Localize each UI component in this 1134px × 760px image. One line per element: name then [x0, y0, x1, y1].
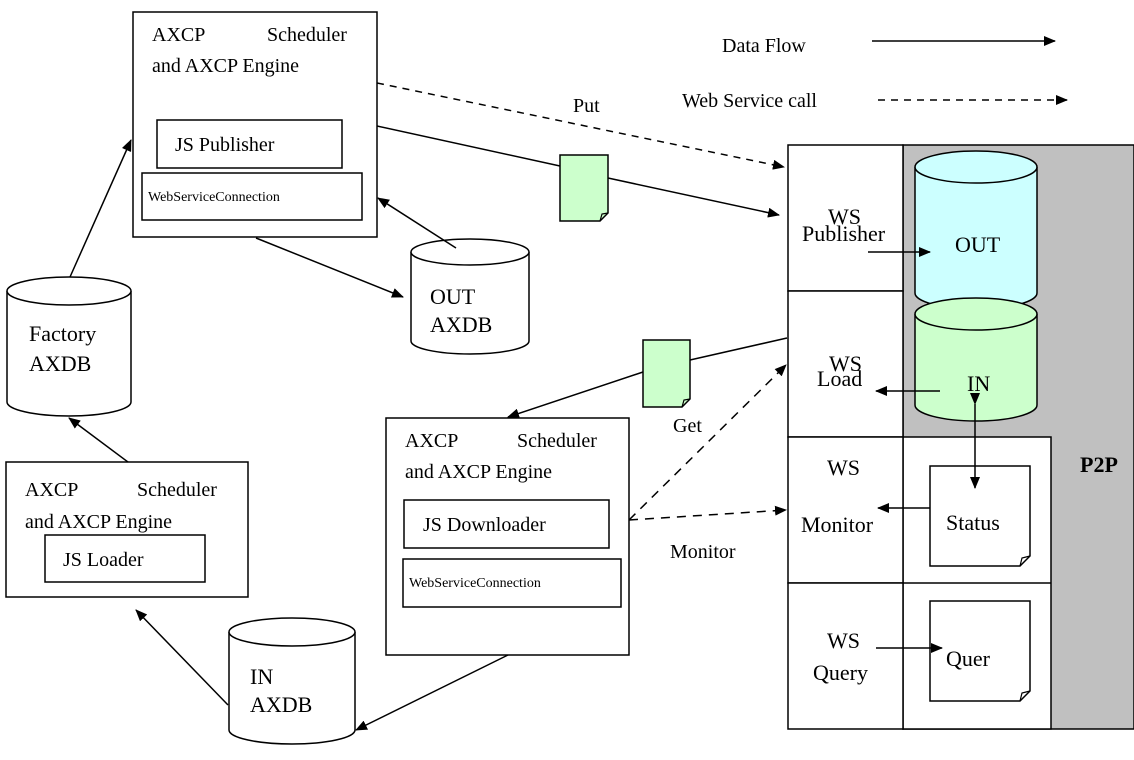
ws-call-get — [628, 364, 787, 521]
middle-axcp-engine: AXCP Scheduler and AXCP Engine JS Downlo… — [385, 417, 630, 656]
top-ws-connection-label: WebServiceConnection — [148, 190, 280, 205]
middle-ws-connection-label: WebServiceConnection — [409, 576, 541, 591]
js-downloader-box — [403, 499, 610, 549]
js-loader-label: JS Loader — [63, 549, 144, 571]
status-document: Status — [929, 465, 1031, 567]
left-axcp-engine: AXCP Scheduler and AXCP Engine JS Loader — [5, 461, 249, 598]
p2p-out-label: OUT — [955, 232, 1001, 257]
top-engine-line2: and AXCP Engine — [152, 55, 299, 77]
arrow-in-axdb-to-left-engine — [135, 609, 229, 706]
arrow-top-engine-to-out-axdb — [255, 237, 404, 298]
factory-axdb-database: Factory AXDB — [6, 276, 132, 417]
out-axdb-database: OUT AXDB — [410, 238, 530, 355]
middle-engine-line1b: Scheduler — [517, 430, 597, 452]
p2p-in-database: IN — [914, 297, 1038, 422]
p2p-out-database: OUT — [914, 150, 1038, 310]
ws-load-label-1: WS — [829, 351, 862, 376]
ws-monitor-label-1: WS — [827, 455, 860, 480]
top-engine-line1a: AXCP — [152, 24, 205, 46]
p2p-label: P2P — [1080, 452, 1118, 477]
arrow-middle-engine-to-in-axdb — [355, 654, 509, 731]
ws-publisher-label-2: Publisher — [802, 221, 886, 246]
monitor-label: Monitor — [670, 541, 736, 563]
in-axdb-label-1: IN — [250, 664, 273, 689]
p2p-in-label: IN — [967, 371, 990, 396]
put-data-document — [559, 154, 609, 222]
js-publisher-box — [156, 119, 343, 169]
middle-engine-line1a: AXCP — [405, 430, 458, 452]
query-doc-label: Quer — [946, 646, 991, 671]
arrow-doc-to-middle-engine — [507, 371, 644, 419]
js-publisher-label: JS Publisher — [175, 134, 275, 156]
in-axdb-label-2: AXDB — [250, 692, 312, 717]
factory-axdb-label-2: AXDB — [29, 351, 91, 376]
ws-load-box — [787, 290, 904, 438]
arrow-publisher-to-doc — [376, 125, 561, 167]
arrow-doc-to-ws-publisher — [607, 177, 780, 218]
arrow-factory-to-top-engine — [69, 139, 132, 278]
get-data-document — [642, 339, 691, 408]
legend-ws-call-label: Web Service call — [682, 90, 817, 112]
in-axdb-database: IN AXDB — [228, 617, 356, 745]
middle-engine-line2: and AXCP Engine — [405, 461, 552, 483]
ws-call-monitor — [628, 505, 787, 521]
status-label: Status — [946, 510, 1000, 535]
factory-axdb-label-1: Factory — [29, 321, 96, 346]
middle-ws-connection-box — [402, 558, 622, 608]
query-document: Quer — [929, 600, 1031, 702]
legend-data-flow-label: Data Flow — [722, 35, 806, 57]
arrow-left-engine-to-factory — [68, 417, 129, 463]
arrow-out-axdb-to-top-engine — [377, 197, 457, 249]
left-engine-line1b: Scheduler — [137, 479, 217, 501]
ws-monitor-label-2: Monitor — [801, 512, 874, 537]
out-axdb-label-2: AXDB — [430, 312, 492, 337]
left-engine-line2: and AXCP Engine — [25, 511, 172, 533]
get-label: Get — [673, 415, 702, 437]
js-loader-box — [44, 534, 206, 583]
ws-publisher-label-1: WS — [828, 204, 861, 229]
ws-query-label-2: Query — [813, 660, 868, 685]
put-label: Put — [573, 95, 600, 117]
left-engine-line1a: AXCP — [25, 479, 78, 501]
ws-load-label-2: Load — [817, 366, 862, 391]
top-axcp-engine: AXCP Scheduler and AXCP Engine JS Publis… — [132, 11, 378, 238]
top-ws-connection-box — [141, 172, 363, 221]
ws-query-label-1: WS — [827, 628, 860, 653]
top-engine-line1b: Scheduler — [267, 24, 347, 46]
arrow-ws-load-to-doc — [689, 337, 788, 361]
js-downloader-label: JS Downloader — [423, 514, 546, 536]
ws-call-put — [376, 82, 785, 170]
ws-query-box — [787, 582, 904, 730]
out-axdb-label-1: OUT — [430, 284, 476, 309]
